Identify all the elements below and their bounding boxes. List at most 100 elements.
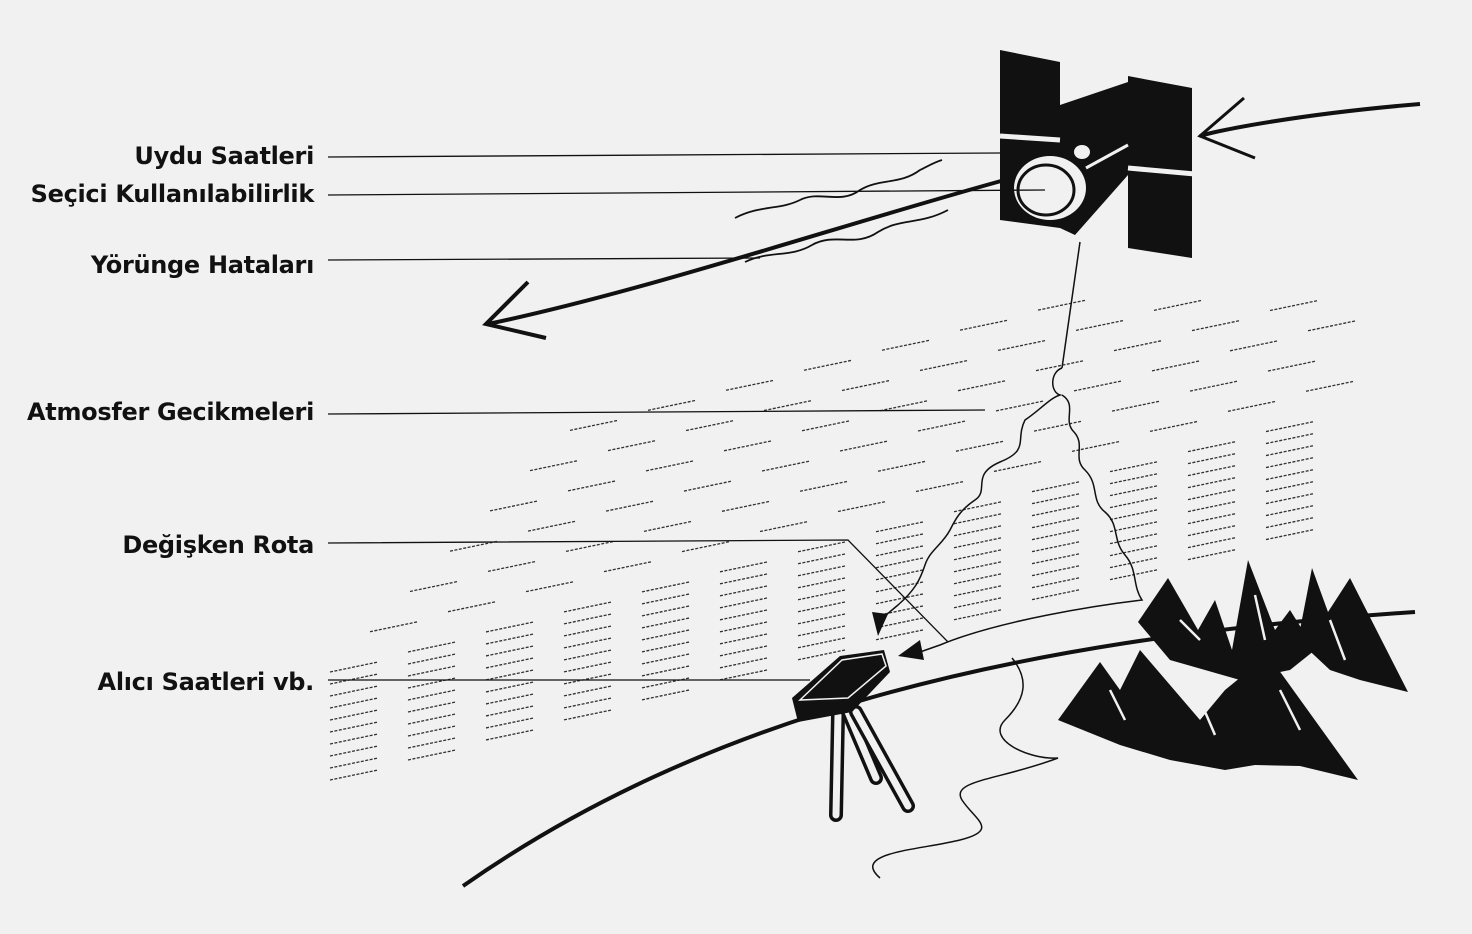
atmosphere-dash xyxy=(1187,452,1237,465)
signal-arrowhead-2 xyxy=(898,640,924,660)
atmosphere-dash xyxy=(329,697,379,709)
atmosphere-layer xyxy=(329,299,1357,781)
atmosphere-dash xyxy=(1031,541,1081,553)
label-orbit-errors: Yörünge Hataları xyxy=(90,251,314,279)
atmosphere-dash xyxy=(681,540,731,553)
atmosphere-dash xyxy=(447,601,497,613)
atmosphere-dash xyxy=(485,705,535,717)
atmosphere-dash xyxy=(329,673,379,685)
atmosphere-dash xyxy=(1187,464,1237,477)
atmosphere-dash xyxy=(953,573,1003,585)
atmosphere-dash xyxy=(569,419,619,431)
atmosphere-dash xyxy=(527,520,577,532)
atmosphere-dash xyxy=(641,641,691,653)
label-multipath: Değişken Rota xyxy=(122,531,314,559)
atmosphere-dash xyxy=(563,613,613,625)
atmosphere-dash xyxy=(841,379,891,392)
atmosphere-dash xyxy=(1109,472,1159,485)
atmosphere-dash xyxy=(409,580,459,593)
atmosphere-dash xyxy=(719,621,769,633)
atmosphere-dash xyxy=(1109,496,1159,509)
orbit-arrowhead-right xyxy=(1197,96,1256,160)
atmosphere-dash xyxy=(1151,360,1201,372)
atmosphere-dash xyxy=(1071,440,1121,453)
atmosphere-dash xyxy=(1153,299,1203,311)
atmosphere-dash xyxy=(485,645,535,657)
atmosphere-dash xyxy=(761,460,811,472)
atmosphere-dash xyxy=(645,460,695,472)
atmosphere-dash xyxy=(329,757,379,769)
atmosphere-dash xyxy=(641,605,691,617)
atmosphere-dash xyxy=(607,439,657,452)
atmosphere-dash xyxy=(1031,577,1081,589)
atmosphere-dash xyxy=(329,685,379,697)
atmosphere-dash xyxy=(641,689,691,701)
atmosphere-dash xyxy=(1073,380,1123,392)
atmosphere-dash xyxy=(1109,556,1159,569)
atmosphere-dash xyxy=(1111,400,1161,412)
atmosphere-dash xyxy=(953,561,1003,573)
wavy-line-2 xyxy=(744,209,949,263)
atmosphere-dash xyxy=(1187,536,1237,549)
atmosphere-dash xyxy=(953,525,1003,537)
atmosphere-dash xyxy=(797,565,847,577)
atmosphere-dash xyxy=(563,709,613,721)
leader-lines xyxy=(327,152,1046,681)
atmosphere-dash xyxy=(1109,508,1159,521)
atmosphere-dash xyxy=(1265,456,1315,469)
atmosphere-dash xyxy=(563,649,613,661)
signal-line xyxy=(1061,241,1081,369)
atmosphere-dash xyxy=(641,629,691,641)
atmosphere-dash xyxy=(641,665,691,677)
atmosphere-dash xyxy=(915,480,965,493)
atmosphere-dash xyxy=(1187,476,1237,489)
atmosphere-dash xyxy=(875,629,925,641)
atmosphere-dash xyxy=(529,459,579,472)
atmosphere-dash xyxy=(1109,544,1159,557)
atmosphere-dash xyxy=(1033,420,1083,432)
atmosphere-dash xyxy=(641,581,691,593)
atmosphere-dash xyxy=(563,661,613,673)
atmosphere-dash xyxy=(875,569,925,581)
atmosphere-dash xyxy=(1265,492,1315,505)
atmosphere-dash xyxy=(719,573,769,585)
atmosphere-dash xyxy=(1109,484,1159,497)
atmosphere-dash xyxy=(643,520,693,532)
atmosphere-dash xyxy=(957,380,1007,392)
atmosphere-dash xyxy=(407,665,457,677)
atmosphere-dash xyxy=(407,749,457,761)
atmosphere-dash xyxy=(1189,380,1239,392)
atmosphere-dash xyxy=(1187,548,1237,561)
atmosphere-dash xyxy=(605,500,655,512)
atmosphere-dash xyxy=(719,561,769,573)
atmosphere-dash xyxy=(875,545,925,557)
atmosphere-dash xyxy=(1265,432,1315,445)
atmosphere-dash xyxy=(641,593,691,605)
atmosphere-dash xyxy=(797,577,847,589)
atmosphere-dash xyxy=(955,440,1005,452)
satellite-icon xyxy=(999,50,1196,258)
atmosphere-dash xyxy=(329,661,379,673)
orbit-arrow xyxy=(1199,102,1421,138)
atmosphere-dash xyxy=(329,721,379,733)
atmosphere-dash xyxy=(1031,493,1081,505)
atmosphere-dash xyxy=(797,553,847,565)
gps-receiver-icon xyxy=(792,650,915,822)
atmosphere-dash xyxy=(1265,420,1315,433)
atmosphere-dash xyxy=(407,653,457,665)
atmosphere-dash xyxy=(719,597,769,609)
atmosphere-dash xyxy=(953,501,1003,513)
atmosphere-dash xyxy=(329,733,379,745)
atmosphere-dash xyxy=(1267,360,1317,372)
atmosphere-dash xyxy=(485,693,535,705)
atmosphere-dash xyxy=(877,460,927,472)
atmosphere-dash xyxy=(1265,528,1315,541)
atmosphere-dash xyxy=(725,379,775,391)
atmosphere-dash xyxy=(449,540,499,552)
atmosphere-dash xyxy=(1037,299,1087,311)
atmosphere-dash xyxy=(1229,340,1279,352)
signal-wavy-left xyxy=(879,367,1063,621)
atmosphere-dash xyxy=(1187,524,1237,537)
atmosphere-dash xyxy=(953,597,1003,609)
